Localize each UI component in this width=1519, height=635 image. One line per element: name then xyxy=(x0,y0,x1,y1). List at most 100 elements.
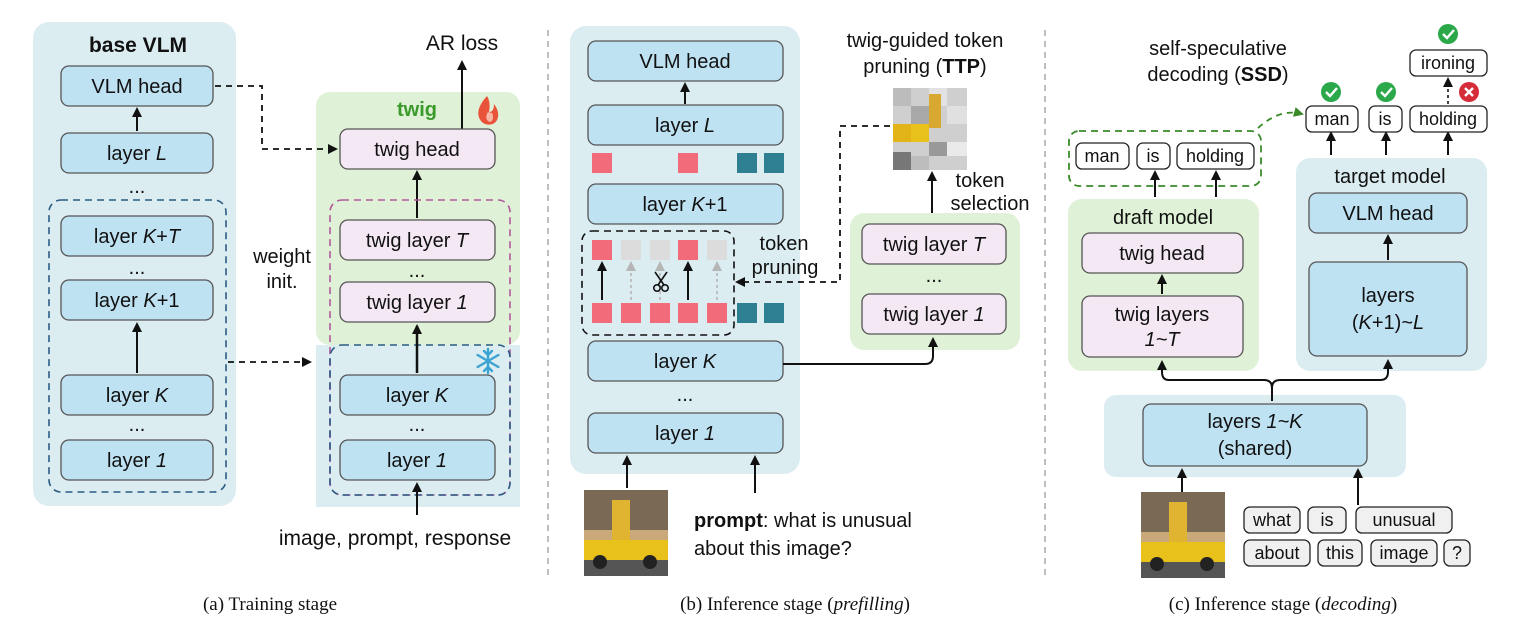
vlm-head-box xyxy=(60,65,214,107)
pruning-guide-arrow xyxy=(735,125,890,287)
token-pruning-2: pruning xyxy=(752,257,819,279)
ar-loss-label: AR loss xyxy=(426,32,498,55)
token-selection-2: selection xyxy=(951,193,1030,215)
b-twig-layer-T-box xyxy=(861,223,1007,265)
layer-KT-box xyxy=(60,215,214,257)
layer-K-box xyxy=(60,374,214,416)
dots-5: ... xyxy=(409,414,426,436)
frozen-layer-K-label: layer K xyxy=(386,385,450,407)
twig-title: twig xyxy=(397,99,437,121)
b-vlm-head-box xyxy=(587,40,784,82)
token-selection-1: token xyxy=(956,170,1005,192)
base-vlm-title: base VLM xyxy=(89,34,187,57)
b-layer-1-box xyxy=(587,412,784,454)
twig-head-label: twig head xyxy=(374,139,460,161)
frozen-layers-box xyxy=(329,344,511,496)
weight-init-2: init. xyxy=(266,271,297,293)
panel-a: base VLM VLM head layer L ... layer K+T … xyxy=(33,22,520,615)
scissors-icon xyxy=(652,271,669,292)
b-twig-layer-1-label: twig layer 1 xyxy=(883,304,984,326)
panel-c: self-speculative decoding (SSD) man is h… xyxy=(1068,24,1488,615)
check-icon xyxy=(1321,82,1341,102)
caption-a: (a) Training stage xyxy=(203,594,337,615)
input-token-what: what xyxy=(1252,510,1291,530)
check-icon xyxy=(1376,82,1396,102)
input-token-about: about xyxy=(1254,543,1299,563)
shared-2: (shared) xyxy=(1218,438,1292,460)
copied-layers-box xyxy=(48,199,227,493)
ttp-title-2: pruning (TTP) xyxy=(863,56,986,78)
input-token-unusual: unusual xyxy=(1372,510,1435,530)
verify-token-man xyxy=(1305,105,1359,133)
dots-4: ... xyxy=(409,260,426,282)
snowflake-icon xyxy=(476,347,500,375)
retained-tokens xyxy=(592,153,784,173)
layer-L-label: layer L xyxy=(107,143,167,165)
draft-model-label: draft model xyxy=(1113,207,1213,229)
layer-L-box xyxy=(60,132,214,174)
shared-1: layers 1~K xyxy=(1207,411,1304,433)
b-layer-K-label: layer K xyxy=(654,351,718,373)
layer-K-label: layer K xyxy=(106,385,170,407)
ssd-title-1: self-speculative xyxy=(1149,38,1287,60)
weight-init-1: weight xyxy=(252,246,311,268)
input-token-question: ? xyxy=(1452,543,1462,563)
c-twig-layers-2: 1~T xyxy=(1144,329,1181,351)
b-layer-L-box xyxy=(587,104,784,146)
dots-2: ... xyxy=(129,257,146,279)
twig-layer-T-box xyxy=(339,219,496,261)
c-twig-layers-box xyxy=(1081,295,1244,358)
ssd-title-2: decoding (SSD) xyxy=(1147,64,1288,86)
prompt-line-1: prompt: what is unusual xyxy=(694,510,912,532)
b-dots-2: ... xyxy=(926,265,943,287)
input-token-row-1: what is unusual xyxy=(1243,506,1453,534)
b-twig-layer-T-label: twig layer T xyxy=(883,234,987,256)
c-twig-layers-1: twig layers xyxy=(1115,304,1209,326)
dots-1: ... xyxy=(129,176,146,198)
c-layers-1: layers xyxy=(1361,285,1414,307)
cross-icon xyxy=(1459,82,1479,102)
c-vlm-head-label: VLM head xyxy=(1342,203,1433,225)
pruned-image xyxy=(893,88,967,170)
layer-KT-label: layer K+T xyxy=(94,226,182,248)
draft-token-man xyxy=(1075,142,1130,170)
pruning-bottom-tokens xyxy=(592,303,784,323)
vlm-head-label: VLM head xyxy=(91,76,182,98)
draft-token-holding-label: holding xyxy=(1186,146,1244,166)
b-layer-K1-box xyxy=(587,183,784,225)
frozen-layer-1-box xyxy=(339,439,496,481)
target-model-label: target model xyxy=(1334,166,1445,188)
input-text: image, prompt, response xyxy=(279,527,511,550)
b-dots: ... xyxy=(677,384,694,406)
dots-3: ... xyxy=(129,414,146,436)
input-token-image: image xyxy=(1379,543,1428,563)
check-icon xyxy=(1438,24,1458,44)
verify-token-is xyxy=(1368,105,1403,133)
c-twig-head-label: twig head xyxy=(1119,243,1205,265)
corrected-token-ironing xyxy=(1409,49,1488,77)
input-token-row-2: about this image ? xyxy=(1243,539,1471,567)
twig-layer-1-box xyxy=(339,281,496,323)
fire-icon xyxy=(478,96,499,125)
twig-head-box xyxy=(339,128,496,170)
b-layer-L-label: layer L xyxy=(655,115,715,137)
ttp-title-1: twig-guided token xyxy=(847,30,1004,52)
c-input-image xyxy=(1141,492,1225,578)
c-layers-box xyxy=(1308,261,1468,357)
b-layer-1-label: layer 1 xyxy=(655,423,715,445)
b-vlm-head-label: VLM head xyxy=(639,51,730,73)
input-token-this: this xyxy=(1326,543,1354,563)
layer-1-label: layer 1 xyxy=(107,450,167,472)
verify-token-is-label: is xyxy=(1379,109,1392,129)
draft-token-man-label: man xyxy=(1084,146,1119,166)
verify-token-man-label: man xyxy=(1314,109,1349,129)
caption-c: (c) Inference stage (decoding) xyxy=(1169,594,1397,615)
draft-to-verify-arrow xyxy=(1257,107,1304,129)
verify-token-holding xyxy=(1409,105,1488,133)
layer-K1-box xyxy=(60,279,214,321)
twig-layer-T-label: twig layer T xyxy=(366,230,470,252)
shared-to-target-arrow xyxy=(1271,359,1393,389)
c-twig-head-box xyxy=(1081,232,1244,274)
layer-K1-label: layer K+1 xyxy=(94,290,179,312)
